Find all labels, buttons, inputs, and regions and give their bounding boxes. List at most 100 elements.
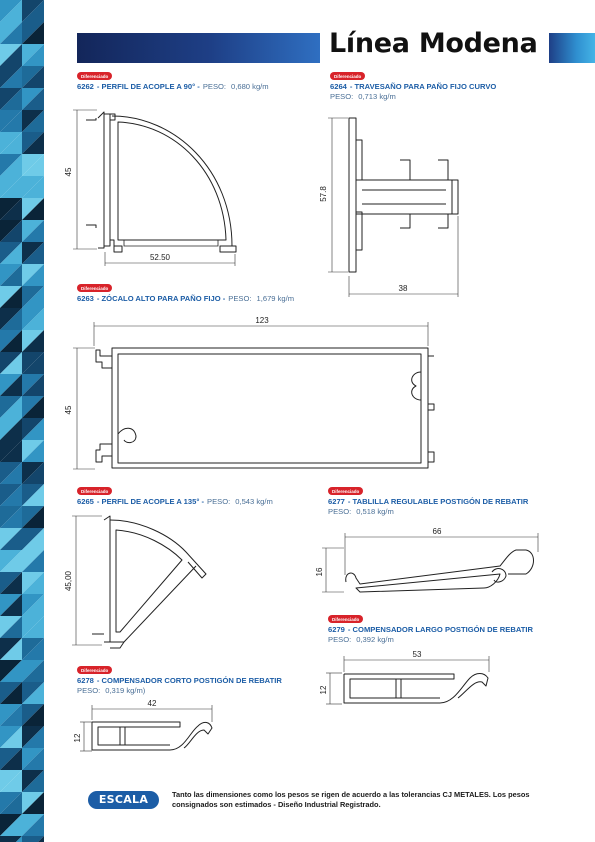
mosaic-tile — [0, 572, 22, 594]
mosaic-tile — [22, 264, 44, 286]
mosaic-tile — [22, 44, 44, 66]
mosaic-tile — [22, 528, 44, 550]
product-code: 6279 — [328, 625, 345, 634]
page-title: Línea Modena — [329, 28, 538, 59]
decorative-side-pattern — [0, 0, 60, 842]
mosaic-tile — [0, 176, 22, 198]
weight-value: 1,679 kg/m — [256, 294, 295, 303]
mosaic-tile — [22, 88, 44, 110]
product-name: - TRAVESAÑO PARA PAÑO FIJO CURVO — [349, 82, 497, 91]
mosaic-tile — [16, 836, 22, 842]
mosaic-tile — [22, 22, 44, 44]
dim-6277-h: 16 — [315, 567, 324, 576]
mosaic-tile — [0, 770, 22, 792]
dimension-6264-width: 38 — [348, 216, 459, 297]
weight-label: PESO: — [202, 82, 227, 91]
mosaic-tile — [0, 396, 22, 418]
mosaic-tile — [0, 550, 22, 572]
weight-value: 0,680 kg/m — [231, 82, 269, 91]
mosaic-tile — [0, 110, 22, 132]
weight-label: PESO: — [228, 294, 252, 303]
mosaic-tile — [22, 66, 44, 88]
product-code: 6263 — [77, 294, 94, 303]
mosaic-tile — [0, 814, 22, 836]
profile-drawing-6265 — [92, 515, 207, 649]
dim-6277-w: 66 — [433, 527, 442, 536]
mosaic-tile — [38, 836, 44, 842]
mosaic-tile — [0, 286, 22, 308]
product-badge: Diferenciado — [328, 487, 364, 495]
mosaic-tile — [22, 0, 44, 22]
mosaic-tile — [0, 264, 22, 286]
mosaic-tile — [22, 418, 44, 440]
product-code: 6278 — [77, 676, 94, 685]
product-title-6264: 6264- TRAVESAÑO PARA PAÑO FIJO CURVO — [330, 82, 496, 92]
mosaic-tile — [22, 550, 44, 572]
mosaic-tile — [0, 726, 22, 748]
product-weight-6264: PESO: 0,713 kg/m — [330, 92, 396, 102]
profile-drawing-6278 — [91, 721, 213, 751]
dimension-6263-width: 123 — [93, 316, 429, 346]
dim-6279-w: 53 — [413, 650, 422, 659]
mosaic-tile — [22, 330, 44, 352]
dim-6263-h: 45 — [64, 405, 73, 414]
weight-label: PESO: — [330, 92, 354, 101]
mosaic-tile — [22, 792, 44, 814]
profile-drawing-6264 — [348, 117, 459, 273]
product-code: 6265 — [77, 497, 94, 506]
dim-6278-h: 12 — [73, 733, 82, 742]
mosaic-tile — [0, 616, 22, 638]
product-title-6262: 6262- PERFIL DE ACOPLE A 90° -PESO:0,680… — [77, 82, 269, 92]
mosaic-tile — [22, 286, 44, 308]
mosaic-tile — [22, 484, 44, 506]
product-weight-6277: PESO:0,518 kg/m — [328, 507, 394, 517]
profile-drawing-6277 — [345, 549, 534, 593]
product-badge: Diferenciado — [77, 284, 113, 292]
product-name: - COMPENSADOR CORTO POSTIGÓN DE REBATIR — [96, 676, 282, 685]
mosaic-tile — [22, 440, 44, 462]
product-name: - COMPENSADOR LARGO POSTIGÓN DE REBATIR — [347, 625, 533, 634]
product-name: - PERFIL DE ACOPLE A 135° - — [96, 497, 205, 506]
mosaic-tile — [0, 352, 22, 374]
mosaic-tile — [0, 440, 22, 462]
profile-drawing-6263 — [95, 347, 435, 469]
product-badge: Diferenciado — [77, 487, 113, 495]
product-code: 6277 — [328, 497, 345, 506]
dimension-6279-height: 12 — [319, 672, 342, 705]
product-code: 6264 — [330, 82, 347, 91]
mosaic-tile — [22, 660, 44, 682]
mosaic-tile — [22, 462, 44, 484]
mosaic-tile — [0, 132, 22, 154]
mosaic-tile — [0, 484, 22, 506]
mosaic-tile — [0, 0, 22, 22]
mosaic-tile — [0, 748, 22, 770]
mosaic-tile — [22, 374, 44, 396]
product-name: - ZÓCALO ALTO PARA PAÑO FIJO - — [96, 294, 226, 303]
product-weight-6279: PESO:0,392 kg/m — [328, 635, 394, 645]
product-title-6277: 6277- TABLILLA REGULABLE POSTIGÓN DE REB… — [328, 497, 528, 507]
mosaic-tile — [0, 660, 22, 682]
product-title-6263: 6263- ZÓCALO ALTO PARA PAÑO FIJO -PESO: 1… — [77, 294, 294, 304]
mosaic-tile — [22, 308, 44, 330]
product-title-6265: 6265- PERFIL DE ACOPLE A 135° -PESO:0,54… — [77, 497, 273, 507]
product-badge: Diferenciado — [77, 666, 113, 674]
mosaic-tile — [22, 594, 44, 616]
product-badge: Diferenciado — [77, 72, 113, 80]
dim-6262-w: 52.50 — [150, 253, 171, 262]
dimension-6278-width: 42 — [91, 699, 213, 722]
mosaic-tile — [0, 682, 22, 704]
profile-drawing-6279 — [343, 673, 489, 704]
dimension-6263-height: 45 — [64, 347, 95, 470]
mosaic-tile — [22, 616, 44, 638]
weight-value: 0,713 kg/m — [358, 92, 396, 101]
header-gradient-bar-left — [77, 33, 320, 63]
product-code: 6262 — [77, 82, 94, 91]
mosaic-tile — [0, 154, 22, 176]
mosaic-tile — [22, 770, 44, 792]
mosaic-tile — [0, 374, 22, 396]
scale-badge: ESCALA 1:1 — [88, 791, 159, 824]
dimension-6278-height: 12 — [73, 721, 92, 752]
dim-6263-w: 123 — [255, 316, 269, 325]
product-title-6278: 6278- COMPENSADOR CORTO POSTIGÓN DE REBA… — [77, 676, 282, 686]
mosaic-tile — [22, 352, 44, 374]
